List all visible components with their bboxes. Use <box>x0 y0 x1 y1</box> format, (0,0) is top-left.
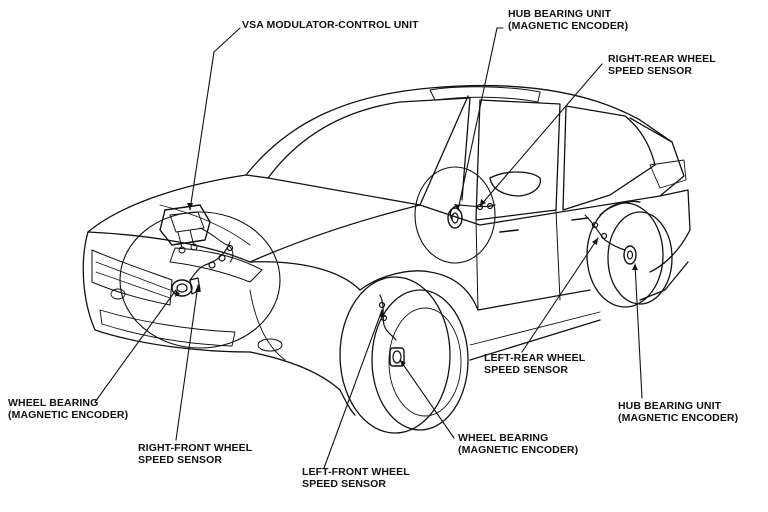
label-line: SPEED SENSOR <box>302 478 387 490</box>
leader-arrowheads <box>175 199 638 367</box>
label-line: HUB BEARING UNIT <box>618 400 722 412</box>
right-front-sensor-harness <box>171 241 234 297</box>
label-line: RIGHT-REAR WHEEL <box>608 53 716 65</box>
label-line: (MAGNETIC ENCODER) <box>458 444 579 456</box>
label-wheel-bearing-left: WHEEL BEARING (MAGNETIC ENCODER) <box>8 397 128 421</box>
car-body <box>82 84 691 416</box>
label-wheel-bearing-front: WHEEL BEARING (MAGNETIC ENCODER) <box>458 432 578 456</box>
label-line: RIGHT-FRONT WHEEL <box>138 442 253 454</box>
label-line: (MAGNETIC ENCODER) <box>8 409 129 421</box>
left-front-sensor-harness <box>378 294 405 367</box>
label-line: HUB BEARING UNIT <box>508 8 612 20</box>
label-line: SPEED SENSOR <box>484 364 569 376</box>
label-hub-bearing-unit-top: HUB BEARING UNIT (MAGNETIC ENCODER) <box>508 8 628 32</box>
label-left-front-wheel-speed-sensor: LEFT-FRONT WHEEL SPEED SENSOR <box>302 466 410 490</box>
vsa-modulator-unit <box>159 204 234 263</box>
label-line: (MAGNETIC ENCODER) <box>618 412 739 424</box>
label-line: WHEEL BEARING <box>458 432 549 444</box>
label-line: VSA MODULATOR-CONTROL UNIT <box>242 19 419 31</box>
label-line: LEFT-REAR WHEEL <box>484 352 586 364</box>
label-right-front-wheel-speed-sensor: RIGHT-FRONT WHEEL SPEED SENSOR <box>138 442 252 466</box>
label-left-rear-wheel-speed-sensor: LEFT-REAR WHEEL SPEED SENSOR <box>484 352 585 376</box>
label-line: SPEED SENSOR <box>138 454 223 466</box>
label-vsa-modulator-control-unit: VSA MODULATOR-CONTROL UNIT <box>242 19 419 31</box>
label-hub-bearing-unit-right: HUB BEARING UNIT (MAGNETIC ENCODER) <box>618 400 738 424</box>
label-right-rear-wheel-speed-sensor: RIGHT-REAR WHEEL SPEED SENSOR <box>608 53 716 77</box>
left-rear-sensor-harness <box>584 214 637 265</box>
label-line: (MAGNETIC ENCODER) <box>508 20 629 32</box>
detail-callout-circles <box>119 166 496 349</box>
label-line: SPEED SENSOR <box>608 65 693 77</box>
label-line: WHEEL BEARING <box>8 397 99 409</box>
wheels <box>249 202 673 434</box>
leader-lines <box>94 27 643 469</box>
label-line: LEFT-FRONT WHEEL <box>302 466 410 478</box>
